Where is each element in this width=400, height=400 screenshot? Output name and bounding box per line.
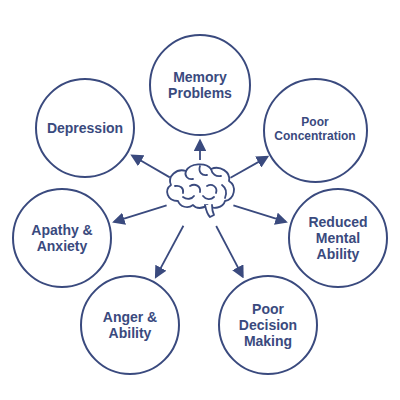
effect-label: Poor Decision Making (232, 301, 304, 349)
arrow (216, 226, 242, 276)
effect-circle: Apathy & Anxiety (12, 188, 112, 288)
arrow-lines (115, 141, 286, 277)
effect-label: Memory Problems (158, 69, 242, 101)
effect-circle: Reduced Mental Ability (288, 188, 388, 288)
arrow (233, 205, 285, 221)
arrow (199, 141, 201, 160)
arrow (231, 157, 268, 178)
effect-label: Apathy & Anxiety (31, 222, 93, 254)
effect-circle: Memory Problems (149, 34, 251, 136)
arrow (115, 205, 167, 221)
effect-circle: Poor Decision Making (218, 275, 318, 375)
arrow (133, 156, 170, 178)
brain-icon (167, 164, 234, 217)
effect-label: Reduced Mental Ability (302, 214, 374, 262)
effect-label: Poor Concentration (271, 116, 359, 144)
arrow (156, 226, 183, 277)
effect-circle: Poor Concentration (263, 78, 368, 183)
effect-label: Depression (47, 120, 123, 136)
effect-circle: Anger & Ability (80, 275, 180, 375)
effect-circle: Depression (35, 78, 135, 178)
effect-label: Anger & Ability (101, 309, 159, 341)
